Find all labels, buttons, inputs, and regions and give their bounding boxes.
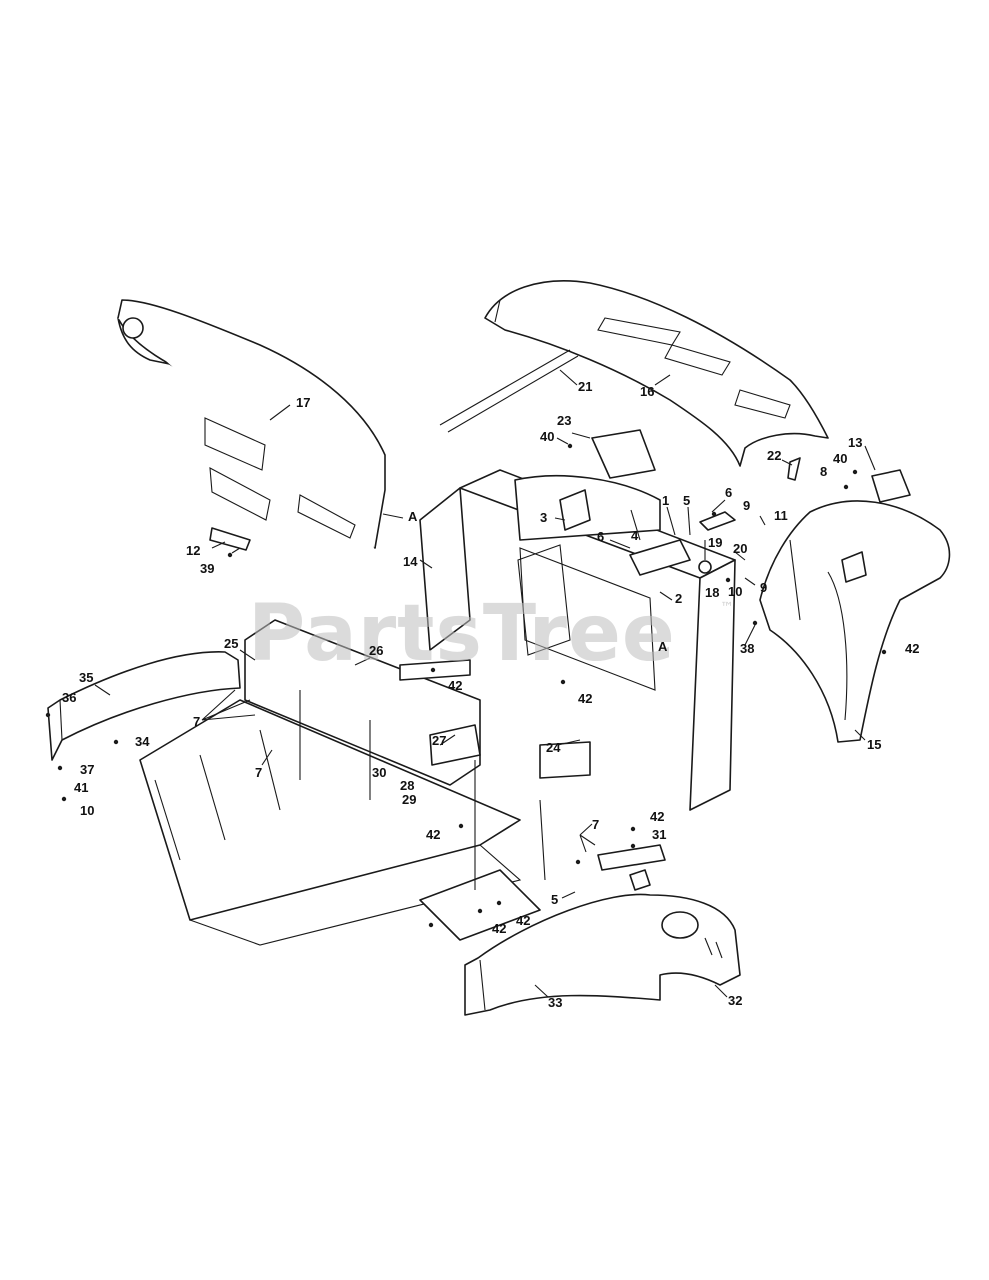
callout-10a: 10 <box>728 584 742 599</box>
hood-part <box>484 280 829 467</box>
callout-42g: 42 <box>516 913 530 928</box>
callout-23: 23 <box>557 413 571 428</box>
callout-31: 31 <box>652 827 666 842</box>
callout-42f: 42 <box>492 921 506 936</box>
watermark: PartsTree ™ <box>248 589 734 679</box>
callout-3: 3 <box>540 510 547 525</box>
callout-34: 34 <box>135 734 150 749</box>
callout-32: 32 <box>728 993 742 1008</box>
callout-36: 36 <box>62 690 76 705</box>
fastener-dots <box>45 443 887 928</box>
callout-14: 14 <box>403 554 418 569</box>
callout-1: 1 <box>662 493 669 508</box>
callout-8: 8 <box>820 464 827 479</box>
callout-26: 26 <box>369 643 383 658</box>
callout-9a: 9 <box>743 498 750 513</box>
callout-42e: 42 <box>426 827 440 842</box>
callout-37: 37 <box>80 762 94 777</box>
callout-38: 38 <box>740 641 754 656</box>
callout-9b: 9 <box>760 580 767 595</box>
front-fender-part <box>464 893 741 1016</box>
callout-13: 13 <box>848 435 862 450</box>
callout-39: 39 <box>200 561 214 576</box>
callout-2: 2 <box>675 591 682 606</box>
callout-11: 11 <box>774 508 788 523</box>
callout-28: 28 <box>400 778 414 793</box>
fender-cap-part <box>871 469 911 503</box>
callout-33: 33 <box>548 995 562 1010</box>
dash-panel-part <box>117 299 386 549</box>
callout-42a: 42 <box>905 641 919 656</box>
callout-24: 24 <box>546 740 561 755</box>
callout-5b: 5 <box>551 892 558 907</box>
callout-19: 19 <box>708 535 722 550</box>
callout-42b: 42 <box>448 678 462 693</box>
callout-21: 21 <box>578 379 592 394</box>
callout-41: 41 <box>74 780 88 795</box>
callout-7a: 7 <box>193 714 200 729</box>
leader-lines <box>94 369 876 998</box>
callout-A2: A <box>658 639 668 654</box>
callout-5a: 5 <box>683 493 690 508</box>
callout-40b: 40 <box>833 451 847 466</box>
callout-15: 15 <box>867 737 881 752</box>
callout-A1: A <box>408 509 418 524</box>
callout-29: 29 <box>402 792 416 807</box>
callout-7c: 7 <box>592 817 599 832</box>
callout-18: 18 <box>705 585 719 600</box>
dash-bracket-part <box>209 527 251 551</box>
rear-fender-part <box>759 500 951 743</box>
callout-4: 4 <box>631 528 639 543</box>
callout-7b: 7 <box>255 765 262 780</box>
hardware-parts <box>399 429 801 891</box>
callout-35: 35 <box>79 670 93 685</box>
hood-strip-part <box>439 349 579 433</box>
callout-10b: 10 <box>80 803 94 818</box>
front-bumper-part <box>47 651 241 761</box>
callout-42c: 42 <box>578 691 592 706</box>
watermark-trademark: ™ <box>720 600 734 616</box>
callout-12: 12 <box>186 543 200 558</box>
callout-30: 30 <box>372 765 386 780</box>
callout-6a: 6 <box>725 485 732 500</box>
callout-27: 27 <box>432 733 446 748</box>
callout-6b: 6 <box>597 529 604 544</box>
callout-17: 17 <box>296 395 310 410</box>
callout-16: 16 <box>640 384 654 399</box>
callout-42d: 42 <box>650 809 664 824</box>
callout-40a: 40 <box>540 429 554 444</box>
callout-20: 20 <box>733 541 747 556</box>
callout-25: 25 <box>224 636 238 651</box>
callout-22: 22 <box>767 448 781 463</box>
watermark-text: PartsTree <box>248 589 676 679</box>
